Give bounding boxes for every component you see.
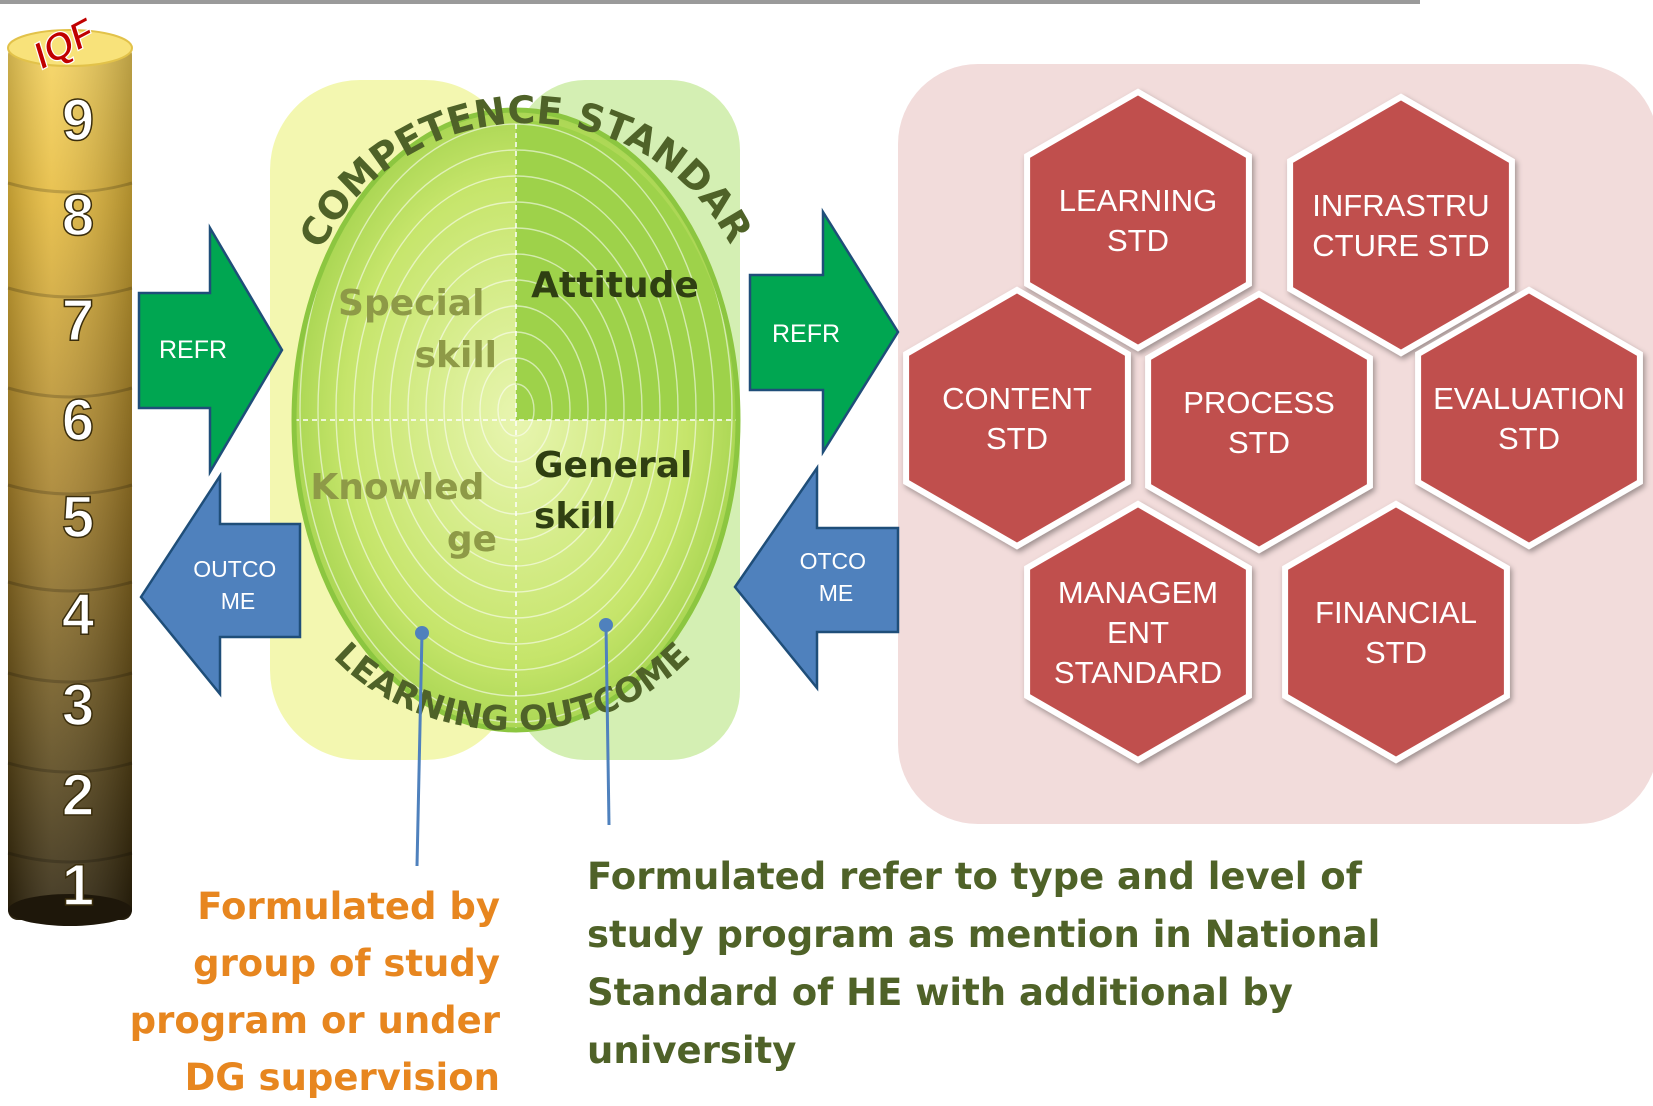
ellipse-ring <box>371 201 661 619</box>
pointer-left <box>415 626 429 867</box>
iqf-band-divider <box>7 851 133 864</box>
cylinder-bottom <box>8 894 132 926</box>
iqf-band-divider <box>7 286 133 299</box>
refer-arrow-left-shape <box>137 223 284 477</box>
iqf-level-5: 5 <box>62 485 94 550</box>
outcome-arrow-left-shape <box>139 471 302 698</box>
note-study-program: Formulated by group of study program or … <box>110 878 500 1106</box>
iqf-level-4: 4 <box>62 582 94 647</box>
iqf-level-1: 1 <box>62 853 94 918</box>
hexagon-shape <box>1282 500 1510 764</box>
ellipse-outline <box>291 107 741 733</box>
note-left-line-4: DG supervision <box>184 1056 500 1099</box>
note-right-line-4: university <box>587 1029 797 1072</box>
note-right-line-1: Formulated refer to type and level of <box>587 855 1362 898</box>
pointer-right <box>599 618 613 826</box>
knowledge-label: Knowled ge <box>310 467 497 560</box>
ellipse-ring <box>497 383 535 437</box>
iqf-level-2: 2 <box>62 763 94 828</box>
iqf-level-8: 8 <box>62 183 94 248</box>
hexagon-shape <box>1415 286 1643 550</box>
pointer-right-line <box>604 624 611 826</box>
note-right-line-3: Standard of HE with additional by <box>587 971 1293 1014</box>
iqf-level-7: 7 <box>62 288 94 353</box>
hexagon-shape <box>1145 290 1373 554</box>
iqf-band-divider <box>7 671 133 684</box>
note-left-line-3: program or under <box>129 999 500 1042</box>
iqf-band-divider <box>7 386 133 399</box>
refer-arrow-right-shape <box>748 207 900 457</box>
outcome-arrow-left-label: OUTCO ME <box>193 556 282 614</box>
outcome-arrow-right-shape <box>733 463 900 692</box>
note-left-line-1: Formulated by <box>197 885 500 928</box>
competence-ellipse: COMPETENCE STANDAR LEARNING OUTCOME Spec… <box>270 80 761 760</box>
iqf-level-6: 6 <box>62 388 94 453</box>
iqf-band-divider <box>7 761 133 774</box>
note-right-line-2: study program as mention in National <box>587 913 1381 956</box>
iqf-band-divider <box>7 181 133 194</box>
iqf-band-divider <box>7 483 133 496</box>
outcome-arrow-right: OTCO ME <box>733 463 900 692</box>
refer-arrow-left: REFR <box>137 223 284 477</box>
hexagon-shape <box>903 286 1131 550</box>
ellipse-ring <box>335 149 697 671</box>
refer-arrow-right: REFR <box>748 207 900 457</box>
hexagon-shape <box>1024 500 1252 764</box>
outcome-arrow-left: OUTCO ME <box>139 471 302 698</box>
cylinder-top <box>7 29 133 67</box>
iqf-level-3: 3 <box>62 673 94 738</box>
note-left-line-2: group of study <box>193 942 500 985</box>
cylinder-shading <box>8 45 132 920</box>
ellipse-ring <box>353 175 679 645</box>
general-skill-label: General skill <box>534 445 705 537</box>
attitude-label: Attitude <box>531 265 699 306</box>
refer-arrow-left-label: REFR <box>159 336 227 364</box>
note-national-standard: Formulated refer to type and level of st… <box>587 848 1587 1080</box>
iqf-level-9: 9 <box>62 88 94 153</box>
hexagon-shape <box>1287 93 1515 357</box>
iqf-band-divider <box>7 580 133 593</box>
hexagon-shape <box>1024 88 1252 352</box>
pointer-left-dot <box>415 626 429 640</box>
special-skill-label: Special skill <box>338 283 497 376</box>
refer-arrow-right-label: REFR <box>772 320 840 348</box>
pointer-left-line <box>415 632 424 867</box>
outcome-arrow-right-label: OTCO ME <box>800 548 873 606</box>
pointer-right-dot <box>599 618 613 632</box>
